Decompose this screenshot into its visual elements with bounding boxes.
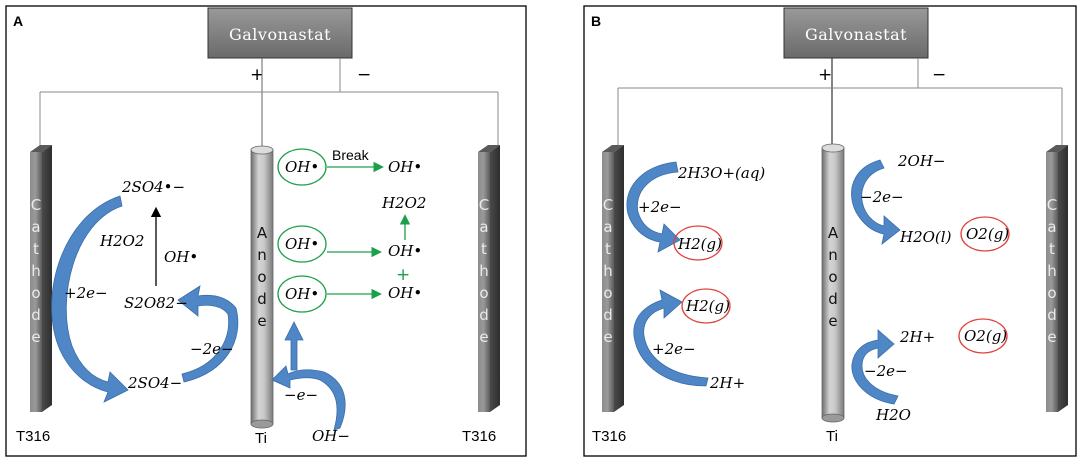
wire-cathodes-b [617,58,1063,148]
galvanostat-plus-a: + [250,65,264,85]
h2o-l-label: H2O(l) [899,228,952,246]
o2g-label-top: O2(g) [966,225,1009,243]
oh-circle-1-label: OH• [285,158,319,176]
arrow-blue-up-a [284,321,304,371]
galvanostat-box-a [207,7,353,59]
h2g-label-top: H2(g) [677,235,722,253]
h2o2-left-label: H2O2 [99,232,144,250]
galvanostat-label-a: Galvonastat [229,25,331,44]
h-plus-label-b2: 2H+ [899,328,935,346]
anode-material-b: Ti [826,428,838,445]
arrow-blue-right-curve-a [177,285,239,383]
break-label: Break [332,147,370,163]
plus-2e-label-a: +2e− [64,284,108,302]
anode-material-a: Ti [255,430,267,447]
cathode-material-right-a: T316 [462,428,496,445]
circle-red-h2-bottom [681,288,731,324]
h-plus-label-b: 2H+ [709,374,745,392]
circle-green-2-a [277,225,327,263]
so4-radical-label: 2SO4•− [121,178,185,196]
oh-circle-2-label: OH• [285,235,319,253]
oh-circle-3-label: OH• [285,285,319,303]
arrow-blue-b4 [851,329,899,405]
oh-break-right-label: OH• [388,158,422,176]
galvanostat-label-b: Galvonastat [805,25,907,44]
galvanostat-minus-b: − [932,65,946,85]
h2g-label-bottom: H2(g) [685,297,730,315]
arrow-blue-oh-curve-a [271,365,346,431]
arrow-blue-left-curve-a [51,195,129,403]
h2o2-right-label: H2O2 [381,194,426,212]
cathode-material-left-b: T316 [592,428,626,445]
s2o8-label: S2O82− [124,294,188,312]
oh-low-right-label: OH• [388,284,422,302]
h2o-label-b: H2O [875,406,911,424]
circle-red-o2-bottom [958,318,1008,354]
oh-mid-right-label: OH• [388,242,422,260]
circle-green-1-a [277,148,327,186]
oh-mid-label: OH• [164,248,198,266]
circle-green-3-a [277,275,327,313]
plus-2e-label-b2: +2e− [652,340,696,358]
minus-2e-label-b2: −2e− [864,362,908,380]
o2g-label-bottom: O2(g) [964,327,1007,345]
panel-b-letter: B [591,13,601,29]
oh-minus-2-label: 2OH− [897,152,946,170]
so4-ion-label: 2SO4− [127,374,182,392]
cathode-material-left-a: T316 [16,428,50,445]
galvanostat-plus-b: + [818,65,832,85]
h3o-label: 2H3O+(aq) [677,164,765,182]
galvanostat-minus-a: − [357,65,371,85]
circle-red-o2-top [960,216,1010,252]
minus-2e-label-b1: −2e− [860,188,904,206]
minus-e-label-a: −e− [284,386,318,404]
arrow-blue-b1 [626,161,681,253]
panel-a-letter: A [13,13,23,29]
galvanostat-box-b [783,7,929,59]
green-plus-label: + [396,265,410,285]
oh-minus-label-a: OH− [312,427,350,445]
minus-2e-label-a: −2e− [190,340,234,358]
plus-2e-label-b1: +2e− [638,198,682,216]
wire-cathodes-a [39,58,499,148]
arrow-blue-b3 [851,159,901,245]
circle-red-h2-top [673,225,723,261]
